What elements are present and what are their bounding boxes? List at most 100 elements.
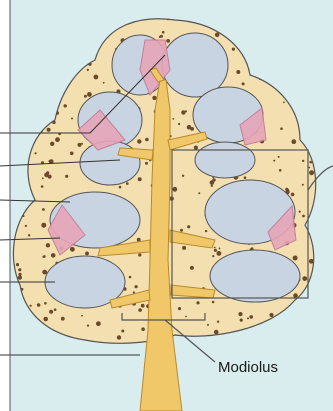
bone-dot xyxy=(30,305,32,307)
bone-dot xyxy=(78,143,82,147)
bone-dot xyxy=(65,175,68,178)
bone-dot xyxy=(212,301,215,304)
bone-dot xyxy=(18,268,21,271)
bone-dot xyxy=(121,330,124,333)
bone-dot xyxy=(135,285,138,288)
bone-dot xyxy=(190,266,194,270)
bone-dot xyxy=(302,160,304,162)
bone-dot xyxy=(152,96,156,100)
bone-dot xyxy=(137,139,141,143)
bone-dot xyxy=(293,293,298,298)
bone-dot xyxy=(138,253,141,256)
bone-dot xyxy=(187,225,190,228)
bone-dot xyxy=(211,185,213,187)
bone-dot xyxy=(278,156,280,158)
bone-dot xyxy=(212,255,214,257)
bone-dot xyxy=(280,127,283,130)
bone-dot xyxy=(215,33,220,38)
middle-chamber-right-lower xyxy=(195,142,255,178)
bone-dot xyxy=(42,177,44,179)
bone-dot xyxy=(279,169,282,172)
bone-dot xyxy=(219,248,221,250)
bone-dot xyxy=(240,319,243,322)
bone-dot xyxy=(48,160,50,162)
bone-dot xyxy=(117,335,121,339)
bone-dot xyxy=(137,238,141,242)
bone-dot xyxy=(207,324,209,326)
bone-dot xyxy=(55,137,60,142)
bone-dot xyxy=(210,180,215,185)
bone-dot xyxy=(94,75,99,80)
bone-dot xyxy=(47,128,51,132)
bone-dot xyxy=(103,82,105,84)
bone-dot xyxy=(302,276,307,281)
bone-dot xyxy=(87,92,92,97)
bone-dot xyxy=(85,252,89,256)
bone-dot xyxy=(172,187,177,192)
bone-dot xyxy=(249,315,253,319)
bone-dot xyxy=(145,162,148,165)
bone-dot xyxy=(185,316,187,318)
bone-dot xyxy=(238,312,242,316)
bone-dot xyxy=(71,118,73,120)
bone-dot xyxy=(35,152,37,154)
bone-dot xyxy=(145,138,149,142)
bone-dot xyxy=(299,211,301,213)
bone-dot xyxy=(41,223,46,228)
bone-dot xyxy=(42,208,45,211)
bone-dot xyxy=(242,82,245,85)
bone-dot xyxy=(159,36,161,38)
bone-dot xyxy=(126,182,129,185)
bone-dot xyxy=(185,110,187,112)
bone-dot xyxy=(232,48,235,51)
bone-dot xyxy=(49,310,53,314)
bone-dot xyxy=(43,255,46,258)
bone-dot xyxy=(96,321,101,326)
bone-dot xyxy=(129,276,132,279)
bone-dot xyxy=(269,313,273,317)
bone-dot xyxy=(70,152,74,156)
bone-dot xyxy=(302,215,305,218)
bone-dot xyxy=(291,139,296,144)
bone-dot xyxy=(141,304,145,308)
bone-dot xyxy=(37,303,41,307)
basal-chamber-right-lower xyxy=(210,250,300,302)
bone-dot xyxy=(273,160,275,162)
bone-dot xyxy=(61,317,65,321)
modiolus-label: Modiolus xyxy=(218,359,278,376)
bone-dot xyxy=(309,259,314,264)
bone-dot xyxy=(51,253,56,258)
bone-dot xyxy=(214,330,219,335)
bone-dot xyxy=(63,104,66,107)
bone-dot xyxy=(87,69,89,71)
bone-dot xyxy=(180,229,183,232)
bone-dot xyxy=(214,249,217,252)
bone-dot xyxy=(81,315,83,317)
bone-dot xyxy=(205,230,207,232)
bone-dot xyxy=(44,302,47,305)
bone-dot xyxy=(309,170,314,175)
bone-dot xyxy=(141,327,145,331)
bone-dot xyxy=(43,317,48,322)
bone-dot xyxy=(247,317,249,319)
bone-dot xyxy=(217,321,219,323)
bone-dot xyxy=(166,39,170,43)
bone-dot xyxy=(196,301,199,304)
bone-dot xyxy=(217,251,222,256)
bone-dot xyxy=(54,308,57,311)
bone-dot xyxy=(138,308,142,312)
bone-dot xyxy=(198,192,200,194)
bone-dot xyxy=(187,125,192,130)
bone-dot xyxy=(119,186,122,189)
apical-chamber-right xyxy=(162,33,228,97)
bone-dot xyxy=(178,307,181,310)
bone-dot xyxy=(182,175,184,177)
middle-chamber-left-lower xyxy=(80,141,140,185)
bone-dot xyxy=(214,247,216,249)
bone-dot xyxy=(84,95,87,98)
bone-dot xyxy=(162,31,165,34)
bone-dot xyxy=(308,167,310,169)
bone-dot xyxy=(194,146,198,150)
